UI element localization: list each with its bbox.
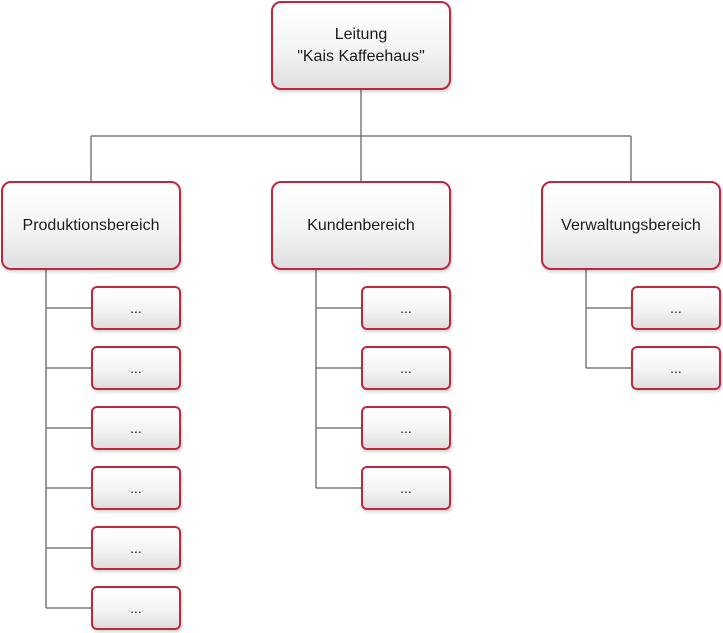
- node-sub: ...: [91, 526, 181, 570]
- node-sub-label: ...: [400, 360, 412, 376]
- node-sub-label: ...: [400, 300, 412, 316]
- node-department: Produktionsbereich: [1, 181, 181, 270]
- node-sub: ...: [361, 346, 451, 390]
- node-sub: ...: [91, 406, 181, 450]
- node-sub-label: ...: [670, 360, 682, 376]
- node-sub-label: ...: [130, 300, 142, 316]
- node-department: Verwaltungsbereich: [541, 181, 721, 270]
- node-department-label: Kundenbereich: [307, 216, 415, 234]
- node-sub-label: ...: [130, 540, 142, 556]
- node-root-line1: Leitung: [334, 25, 388, 43]
- node-department-label: Verwaltungsbereich: [561, 216, 701, 234]
- node-sub: ...: [631, 346, 721, 390]
- node-sub-label: ...: [670, 300, 682, 316]
- node-sub: ...: [361, 286, 451, 330]
- node-sub-label: ...: [400, 480, 412, 496]
- node-department-label: Produktionsbereich: [22, 216, 160, 234]
- node-sub-label: ...: [130, 480, 142, 496]
- node-sub: ...: [91, 286, 181, 330]
- node-sub: ...: [91, 466, 181, 510]
- node-sub-label: ...: [400, 420, 412, 436]
- node-sub: ...: [631, 286, 721, 330]
- node-root: Leitung "Kais Kaffeehaus": [271, 1, 451, 90]
- node-sub: ...: [361, 466, 451, 510]
- node-sub-label: ...: [130, 420, 142, 436]
- node-sub-label: ...: [130, 600, 142, 616]
- node-root-line2: "Kais Kaffeehaus": [297, 47, 425, 65]
- node-sub-label: ...: [130, 360, 142, 376]
- node-sub: ...: [91, 346, 181, 390]
- node-department: Kundenbereich: [271, 181, 451, 270]
- node-sub: ...: [91, 586, 181, 630]
- node-sub: ...: [361, 406, 451, 450]
